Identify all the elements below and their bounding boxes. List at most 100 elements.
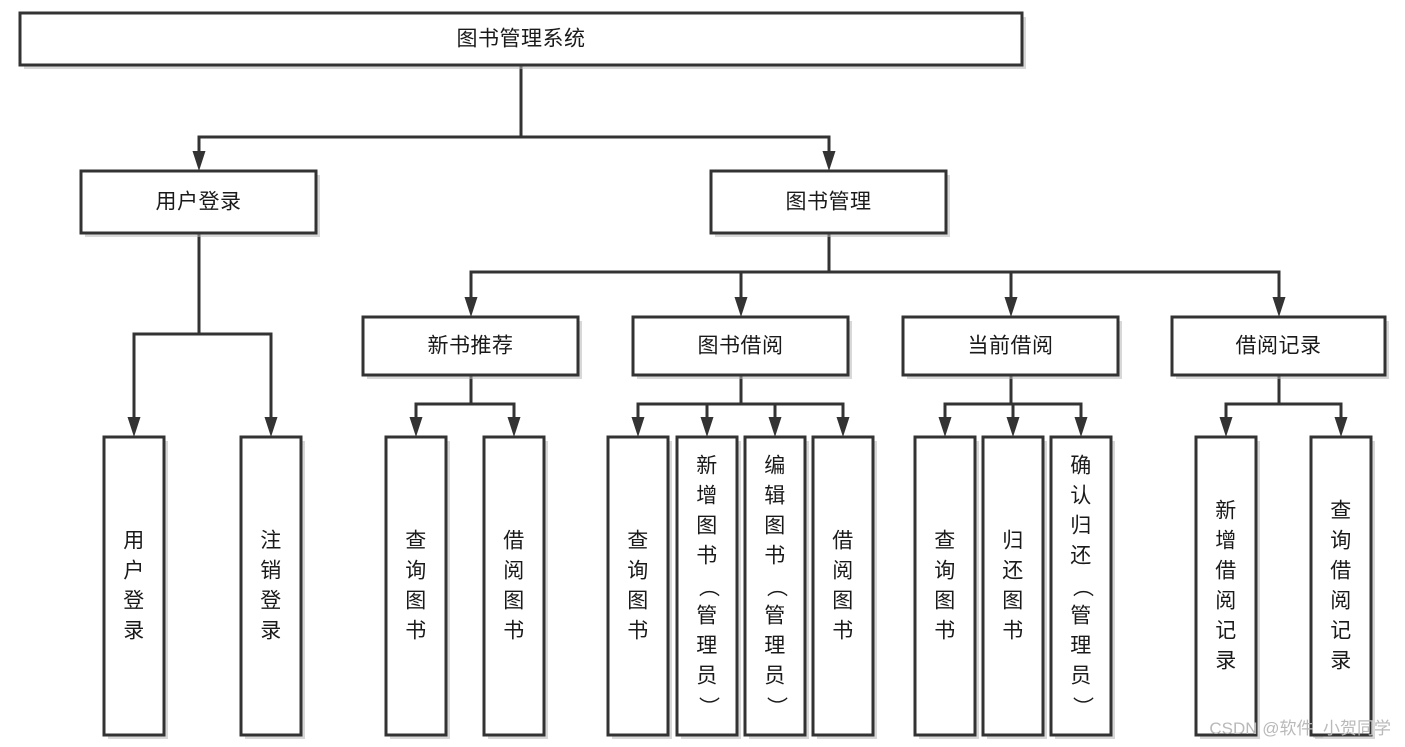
connector-e-ul-login <box>127 233 201 437</box>
node-box[interactable] <box>606 435 670 737</box>
node-box[interactable] <box>102 435 166 737</box>
node-box[interactable] <box>1049 435 1113 737</box>
node-label-char: 确 <box>1070 455 1092 478</box>
node-box[interactable] <box>811 435 875 737</box>
node-label-char: 书 <box>934 620 956 643</box>
node-label-char: 图 <box>503 590 525 613</box>
node-label-char: 图 <box>627 590 649 613</box>
connector-branch <box>829 270 1013 297</box>
node-label-char: 还 <box>1070 545 1092 568</box>
node-box[interactable] <box>743 435 807 737</box>
arrow-head-icon <box>507 417 521 437</box>
connector-branch <box>469 270 829 297</box>
arrow-head-icon <box>464 297 478 317</box>
node-label-char: 阅 <box>1330 590 1352 613</box>
connector-e-bm-book-borrow <box>734 233 831 317</box>
node-box[interactable] <box>361 315 580 377</box>
connector-e-cb-query <box>938 375 1013 437</box>
connector-e-bm-borrow-record <box>827 233 1286 317</box>
node-book-manage[interactable]: 图书管理 <box>709 169 950 237</box>
node-box[interactable] <box>901 315 1120 377</box>
node-leaf-user-login[interactable]: 用户登录 <box>102 435 168 739</box>
connector-layer <box>127 65 1348 437</box>
node-book-borrow[interactable]: 图书借阅 <box>631 315 852 379</box>
node-root[interactable]: 图书管理系统 <box>18 11 1026 69</box>
arrow-head-icon <box>127 417 141 437</box>
node-label: 图书管理 <box>786 191 872 214</box>
connector-branch <box>521 135 831 151</box>
node-label-char: 员 <box>696 665 718 688</box>
node-label-char: 书 <box>405 620 427 643</box>
connector-e-root-book-manage <box>519 65 836 171</box>
node-user-login[interactable]: 用户登录 <box>79 169 320 237</box>
connector-e-nbr-borrow <box>469 375 521 437</box>
node-box[interactable] <box>981 435 1045 737</box>
arrow-head-icon <box>631 417 645 437</box>
arrow-head-icon <box>938 417 952 437</box>
node-label-char: 记 <box>1215 620 1237 643</box>
node-label-char: 录 <box>1215 650 1237 673</box>
node-box[interactable] <box>18 11 1024 67</box>
node-label-char: ） <box>696 696 719 718</box>
node-label-char: 借 <box>503 530 525 553</box>
node-borrow-record[interactable]: 借阅记录 <box>1170 315 1389 379</box>
node-label-char: （ <box>764 576 787 598</box>
node-box[interactable] <box>482 435 546 737</box>
node-box[interactable] <box>631 315 850 377</box>
node-label-char: 借 <box>1330 560 1352 583</box>
node-box[interactable] <box>675 435 739 737</box>
node-label-char: 管 <box>764 605 786 628</box>
connector-branch <box>741 402 777 417</box>
node-label-char: 书 <box>503 620 525 643</box>
node-label-char: 归 <box>1002 530 1024 553</box>
node-label-char: 借 <box>832 530 854 553</box>
node-label-char: 询 <box>934 560 956 583</box>
connector-branch <box>197 135 521 151</box>
connector-branch <box>1011 402 1083 417</box>
node-new-book-rec[interactable]: 新书推荐 <box>361 315 582 379</box>
node-box[interactable] <box>709 169 948 235</box>
connector-e-bb-query <box>631 375 743 437</box>
connector-branch <box>943 402 1011 417</box>
connector-branch <box>414 402 471 417</box>
node-label: 借阅记录 <box>1236 335 1322 358</box>
node-box[interactable] <box>79 169 318 235</box>
arrow-head-icon <box>768 417 782 437</box>
node-box[interactable] <box>239 435 303 737</box>
node-label-char: 还 <box>1002 560 1024 583</box>
node-current-borrow[interactable]: 当前借阅 <box>901 315 1122 379</box>
node-label-char: 录 <box>1330 650 1352 673</box>
node-box[interactable] <box>1194 435 1258 737</box>
connector-branch <box>636 402 741 417</box>
node-box[interactable] <box>384 435 448 737</box>
node-label-char: 书 <box>832 620 854 643</box>
node-box[interactable] <box>1170 315 1387 377</box>
connector-e-bb-edit <box>739 375 782 437</box>
node-label-char: 图 <box>696 515 718 538</box>
connector-branch <box>471 402 516 417</box>
node-label-char: 认 <box>1070 485 1092 508</box>
node-box[interactable] <box>913 435 977 737</box>
arrow-head-icon <box>1334 417 1348 437</box>
connector-e-br-search <box>1277 375 1348 437</box>
node-box[interactable] <box>1309 435 1373 737</box>
node-label-char: 户 <box>123 560 145 583</box>
connector-e-bb-add <box>700 375 743 437</box>
connector-e-br-add <box>1219 375 1281 437</box>
connector-e-cb-confirm <box>1009 375 1088 437</box>
node-label: 用户登录 <box>156 191 242 214</box>
node-layer: 图书管理系统用户登录图书管理新书推荐图书借阅当前借阅借阅记录用户登录注销登录查询… <box>18 11 1389 739</box>
